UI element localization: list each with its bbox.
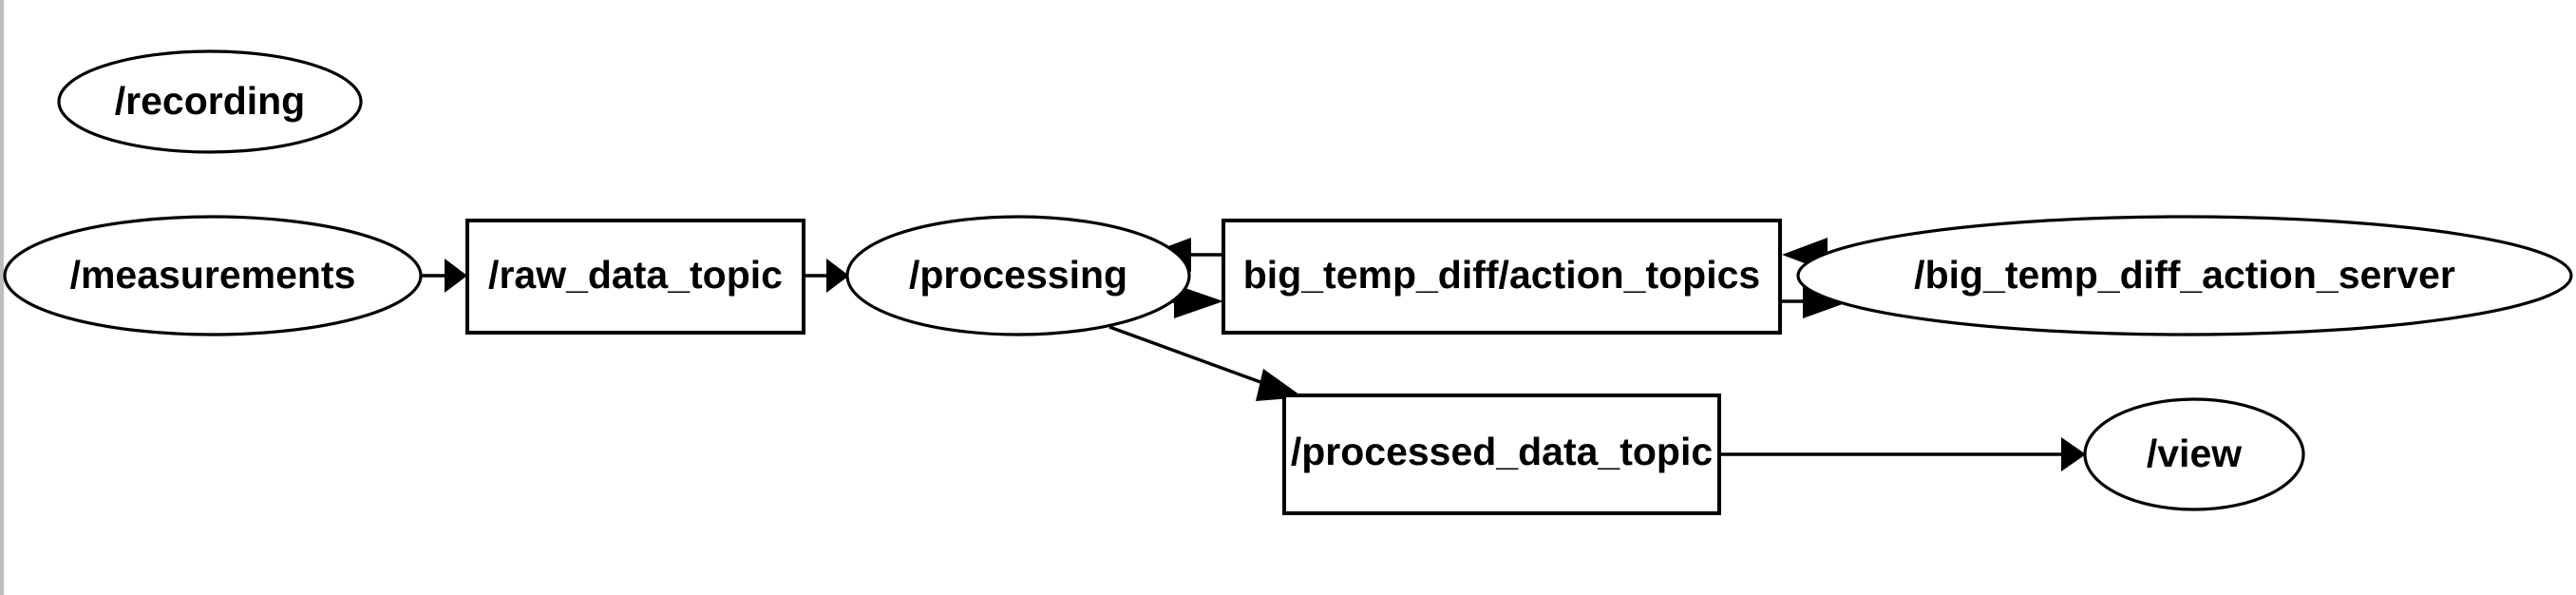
edge-processed-data-topic-to-view [1719,437,2086,471]
node-action-server[interactable]: /big_temp_diff_action_server [1796,215,2573,336]
node-view-ellipse[interactable] [2083,397,2305,511]
node-recording-ellipse[interactable] [57,49,363,154]
node-processing[interactable]: /processing [845,215,1191,336]
node-recording-label: /recording [115,79,305,123]
node-action-topics-box[interactable] [1222,219,1782,335]
node-processed-data-topic-box[interactable] [1282,393,1721,515]
node-raw-data-topic-box[interactable] [465,219,805,335]
node-measurements[interactable]: /measurements [3,215,423,336]
edge-measurements-to-raw-data-topic [422,259,467,293]
node-processing-label: /processing [909,253,1127,297]
edge-processing-to-processed-data-topic [1108,325,1303,401]
node-processing-ellipse[interactable] [845,215,1191,336]
node-raw-data-topic-label: /raw_data_topic [488,253,783,297]
node-processed-data-topic[interactable]: /processed_data_topic [1282,393,1721,515]
node-measurements-ellipse[interactable] [3,215,423,336]
node-view-label: /view [2147,432,2242,475]
node-measurements-label: /measurements [70,253,356,297]
edge-raw-data-topic-to-processing [804,259,849,293]
node-recording[interactable]: /recording [57,49,363,154]
node-action-topics[interactable]: big_temp_diff/action_topics [1222,219,1782,335]
node-action-topics-label: big_temp_diff/action_topics [1243,253,1760,297]
node-raw-data-topic[interactable]: /raw_data_topic [465,219,805,335]
node-action-server-ellipse[interactable] [1796,215,2573,336]
node-processed-data-topic-label: /processed_data_topic [1291,430,1713,473]
node-action-server-label: /big_temp_diff_action_server [1914,253,2455,297]
page-left-edge-strip [0,0,4,595]
node-view[interactable]: /view [2083,397,2305,511]
